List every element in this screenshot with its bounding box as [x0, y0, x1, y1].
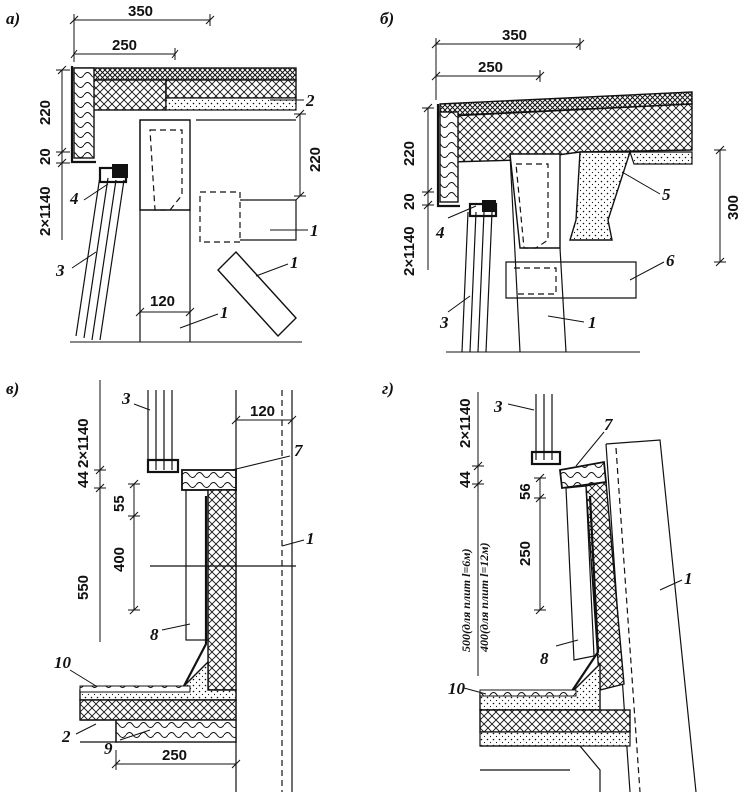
dim-b-220: 220: [401, 141, 418, 166]
dim-g-2x1140: 2×1140: [457, 398, 474, 448]
callout-a-1-diagonal: 1: [290, 253, 299, 272]
dim-b-300: 300: [725, 195, 739, 220]
panel-a-letter: а): [6, 9, 20, 28]
callout-b-5: 5: [662, 185, 671, 204]
callout-g-3: 3: [493, 397, 503, 416]
dim-g-400: 400(для плит l=12м): [477, 542, 491, 653]
callout-v-7: 7: [294, 441, 304, 460]
callout-g-7: 7: [604, 415, 614, 434]
callout-b-1: 1: [588, 313, 597, 332]
dim-a-220: 220: [37, 100, 54, 125]
callout-b-4: 4: [435, 223, 445, 242]
callout-b-3: 3: [439, 313, 449, 332]
dim-g-500: 500(для плит l=6м): [459, 548, 473, 652]
dim-b-20: 20: [401, 193, 418, 210]
panel-v: в) 120 2×1140 44 550 55 400 250 3: [6, 379, 315, 792]
dim-g-44: 44: [457, 471, 474, 488]
dim-a-220-right: 220: [307, 147, 324, 172]
dim-v-2x1140: 2×1140: [75, 418, 92, 468]
callout-a-3: 3: [55, 261, 65, 280]
dim-v-120: 120: [250, 403, 275, 420]
dim-a-350: 350: [128, 3, 153, 20]
callout-g-8: 8: [540, 649, 549, 668]
panel-b-letter: б): [380, 9, 394, 28]
dim-g-250: 250: [517, 541, 534, 566]
dim-a-250: 250: [112, 37, 137, 54]
panel-b: б) 350 250 220 20 2×1140 300 5 4 6: [380, 9, 739, 353]
callout-v-8: 8: [150, 625, 159, 644]
dim-a-2x1140: 2×1140: [37, 186, 54, 236]
callout-a-2: 2: [305, 91, 315, 110]
callout-v-3: 3: [121, 389, 131, 408]
callout-a-4: 4: [69, 189, 79, 208]
dim-v-550: 550: [75, 575, 92, 600]
dim-a-20: 20: [37, 148, 54, 165]
callout-v-1: 1: [306, 529, 315, 548]
panel-g-letter: г): [382, 379, 394, 398]
dim-v-400: 400: [111, 547, 128, 572]
callout-g-1: 1: [684, 569, 693, 588]
callout-a-1-lower: 1: [220, 303, 229, 322]
callout-g-10: 10: [448, 679, 466, 698]
dim-v-44: 44: [75, 471, 92, 488]
panel-a: а) 350 250 220 20 2×1140 220: [6, 3, 324, 343]
callout-v-10: 10: [54, 653, 72, 672]
callout-v-9: 9: [104, 739, 113, 758]
dim-g-56: 56: [517, 483, 534, 500]
dim-v-250: 250: [162, 747, 187, 764]
callout-a-1-upper: 1: [310, 221, 319, 240]
dim-b-350: 350: [502, 27, 527, 44]
callout-b-6: 6: [666, 251, 675, 270]
dim-b-2x1140: 2×1140: [401, 226, 418, 276]
dim-v-55: 55: [111, 495, 128, 512]
panel-v-letter: в): [6, 379, 19, 398]
dim-a-120: 120: [150, 293, 175, 310]
callout-v-2: 2: [61, 727, 71, 746]
dim-b-250: 250: [478, 59, 503, 76]
panel-g: г) 2×1140 44 500(для плит l=6м) 400(для …: [382, 379, 697, 793]
